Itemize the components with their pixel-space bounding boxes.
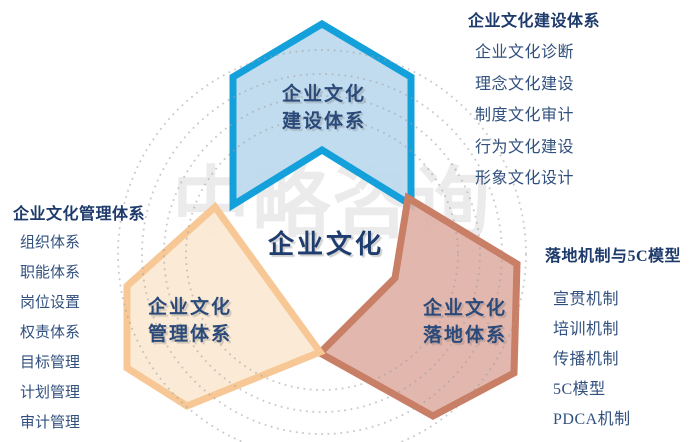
list-item: 行为文化建设 xyxy=(475,138,575,156)
hexagon-manage-label-line1: 企业文化 xyxy=(147,297,233,318)
list-item: 5C模型 xyxy=(553,381,606,398)
hexagon-landing-label-line2: 落地体系 xyxy=(422,325,508,346)
hexagon-manage-shape xyxy=(123,201,326,410)
dotted-circle-2 xyxy=(163,95,481,413)
list-landing-items: 宣贯机制培训机制传播机制 5C模型 PDCA机制 xyxy=(553,285,631,435)
list-item: 目标管理 xyxy=(20,355,81,371)
hexagon-manage-label: 企业文化 管理体系 xyxy=(148,294,232,348)
center-title: 企业文化 xyxy=(267,230,385,259)
list-item: 审计管理 xyxy=(20,415,81,431)
hexagon-landing-label-line1: 企业文化 xyxy=(422,298,508,319)
hexagon-build-shape xyxy=(229,19,415,212)
list-manage-items: 组织体系职能体系岗位设置权责体系目标管理计划管理审计管理 xyxy=(20,228,80,438)
list-item: PDCA机制 xyxy=(553,411,631,428)
dotted-circles xyxy=(117,49,527,442)
list-item: 组织体系 xyxy=(20,235,81,251)
list-item: 传播机制 xyxy=(553,351,620,368)
list-item: 计划管理 xyxy=(20,385,81,401)
hexagon-manage-label-line2: 管理体系 xyxy=(147,324,233,345)
dotted-circle-4 xyxy=(117,49,527,442)
list-item: 理念文化建设 xyxy=(475,75,575,93)
list-item: 制度文化审计 xyxy=(475,107,575,124)
list-item: 宣贯机制 xyxy=(553,291,620,308)
list-manage-title: 企业文化管理体系 xyxy=(13,206,146,223)
list-item: 培训机制 xyxy=(553,321,620,338)
dotted-circle-3 xyxy=(141,73,503,435)
list-landing-title: 落地机制与5C模型 xyxy=(545,248,682,265)
list-build-title: 企业文化建设体系 xyxy=(468,13,601,30)
dotted-circle-1 xyxy=(185,117,459,391)
list-item: 职能体系 xyxy=(20,265,81,281)
hexagon-landing-shape xyxy=(314,192,521,420)
hexagon-build-label-line2: 建设体系 xyxy=(281,111,367,132)
list-item: 形象文化设计 xyxy=(475,170,575,187)
list-item: 岗位设置 xyxy=(20,295,81,311)
list-build-items: 企业文化诊断理念文化建设制度文化审计行为文化建设形象文化设计 xyxy=(475,37,574,195)
hexagon-build-label-line1: 企业文化 xyxy=(281,84,367,105)
hexagon-landing-label: 企业文化 落地体系 xyxy=(423,295,507,349)
list-item: 权责体系 xyxy=(20,325,81,341)
hexagon-build-label: 企业文化 建设体系 xyxy=(282,81,366,135)
list-item: 企业文化诊断 xyxy=(475,44,575,61)
